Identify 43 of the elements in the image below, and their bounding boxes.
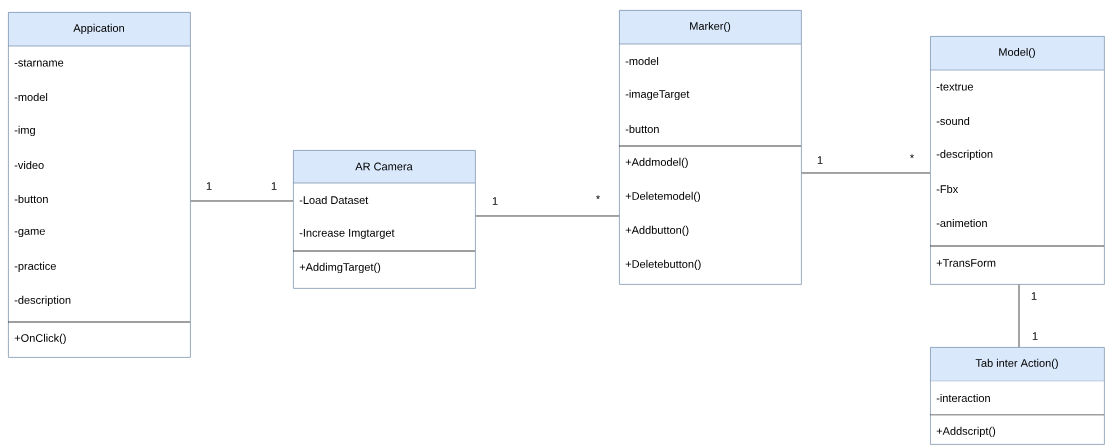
attribute-text: -sound — [936, 116, 970, 126]
multiplicity-label: 1 — [1031, 292, 1037, 300]
node-text: -model -imageTarget -button — [625, 56, 690, 134]
attribute-text: -Increase Imgtarget — [299, 229, 395, 239]
association-line — [801, 172, 931, 174]
method-text: +Addmodel() — [625, 157, 688, 169]
attribute-text: -Load Dataset — [299, 195, 369, 205]
attribute-text: -imageTarget — [625, 89, 690, 101]
method-text: +Deletemodel() — [625, 191, 700, 203]
method-text: +Addscript() — [936, 426, 996, 438]
attribute-text: -practice — [14, 261, 56, 273]
multiplicity-label: * — [596, 195, 600, 200]
node-text: -Load Dataset -Increase Imgtarget — [299, 195, 395, 239]
attribute-text: -video — [14, 160, 44, 170]
multiplicity-label: 1 — [271, 182, 277, 190]
association-line — [1018, 284, 1020, 348]
attribute-text: -button — [625, 124, 659, 134]
multiplicity-label: 1 — [1032, 332, 1038, 340]
attribute-text: -interaction — [936, 393, 990, 403]
multiplicity-label: 1 — [817, 156, 823, 164]
attribute-text: -Fbx — [936, 184, 959, 194]
method-text: +Deletebutton() — [625, 259, 701, 271]
association-line — [190, 200, 294, 202]
attribute-text: -description — [936, 149, 993, 161]
attribute-text: -button — [14, 194, 48, 204]
method-text: +OnClick() — [14, 333, 66, 345]
attribute-text: -starname — [14, 59, 64, 67]
attribute-text: -model — [14, 92, 48, 102]
node-text: -textrue -sound -description -Fbx -animetion — [936, 83, 993, 228]
multiplicity-label: 1 — [492, 197, 498, 205]
attribute-text: -img — [14, 125, 35, 137]
attribute-text: -game — [14, 228, 45, 238]
attribute-text: -animetion — [936, 218, 987, 228]
association-line — [475, 215, 620, 217]
multiplicity-label: 1 — [206, 182, 212, 190]
method-text: +Addbutton() — [625, 225, 689, 237]
method-text: +TransForm — [936, 259, 996, 267]
attribute-text: -textrue — [936, 83, 973, 91]
attribute-text: -description — [14, 295, 71, 307]
method-text: +AddimgTarget() — [299, 262, 381, 274]
node-text: -starname -model -img -video -button -game -practice -description — [14, 59, 71, 307]
attribute-text: -model — [625, 56, 659, 66]
multiplicity-label: * — [910, 154, 914, 159]
